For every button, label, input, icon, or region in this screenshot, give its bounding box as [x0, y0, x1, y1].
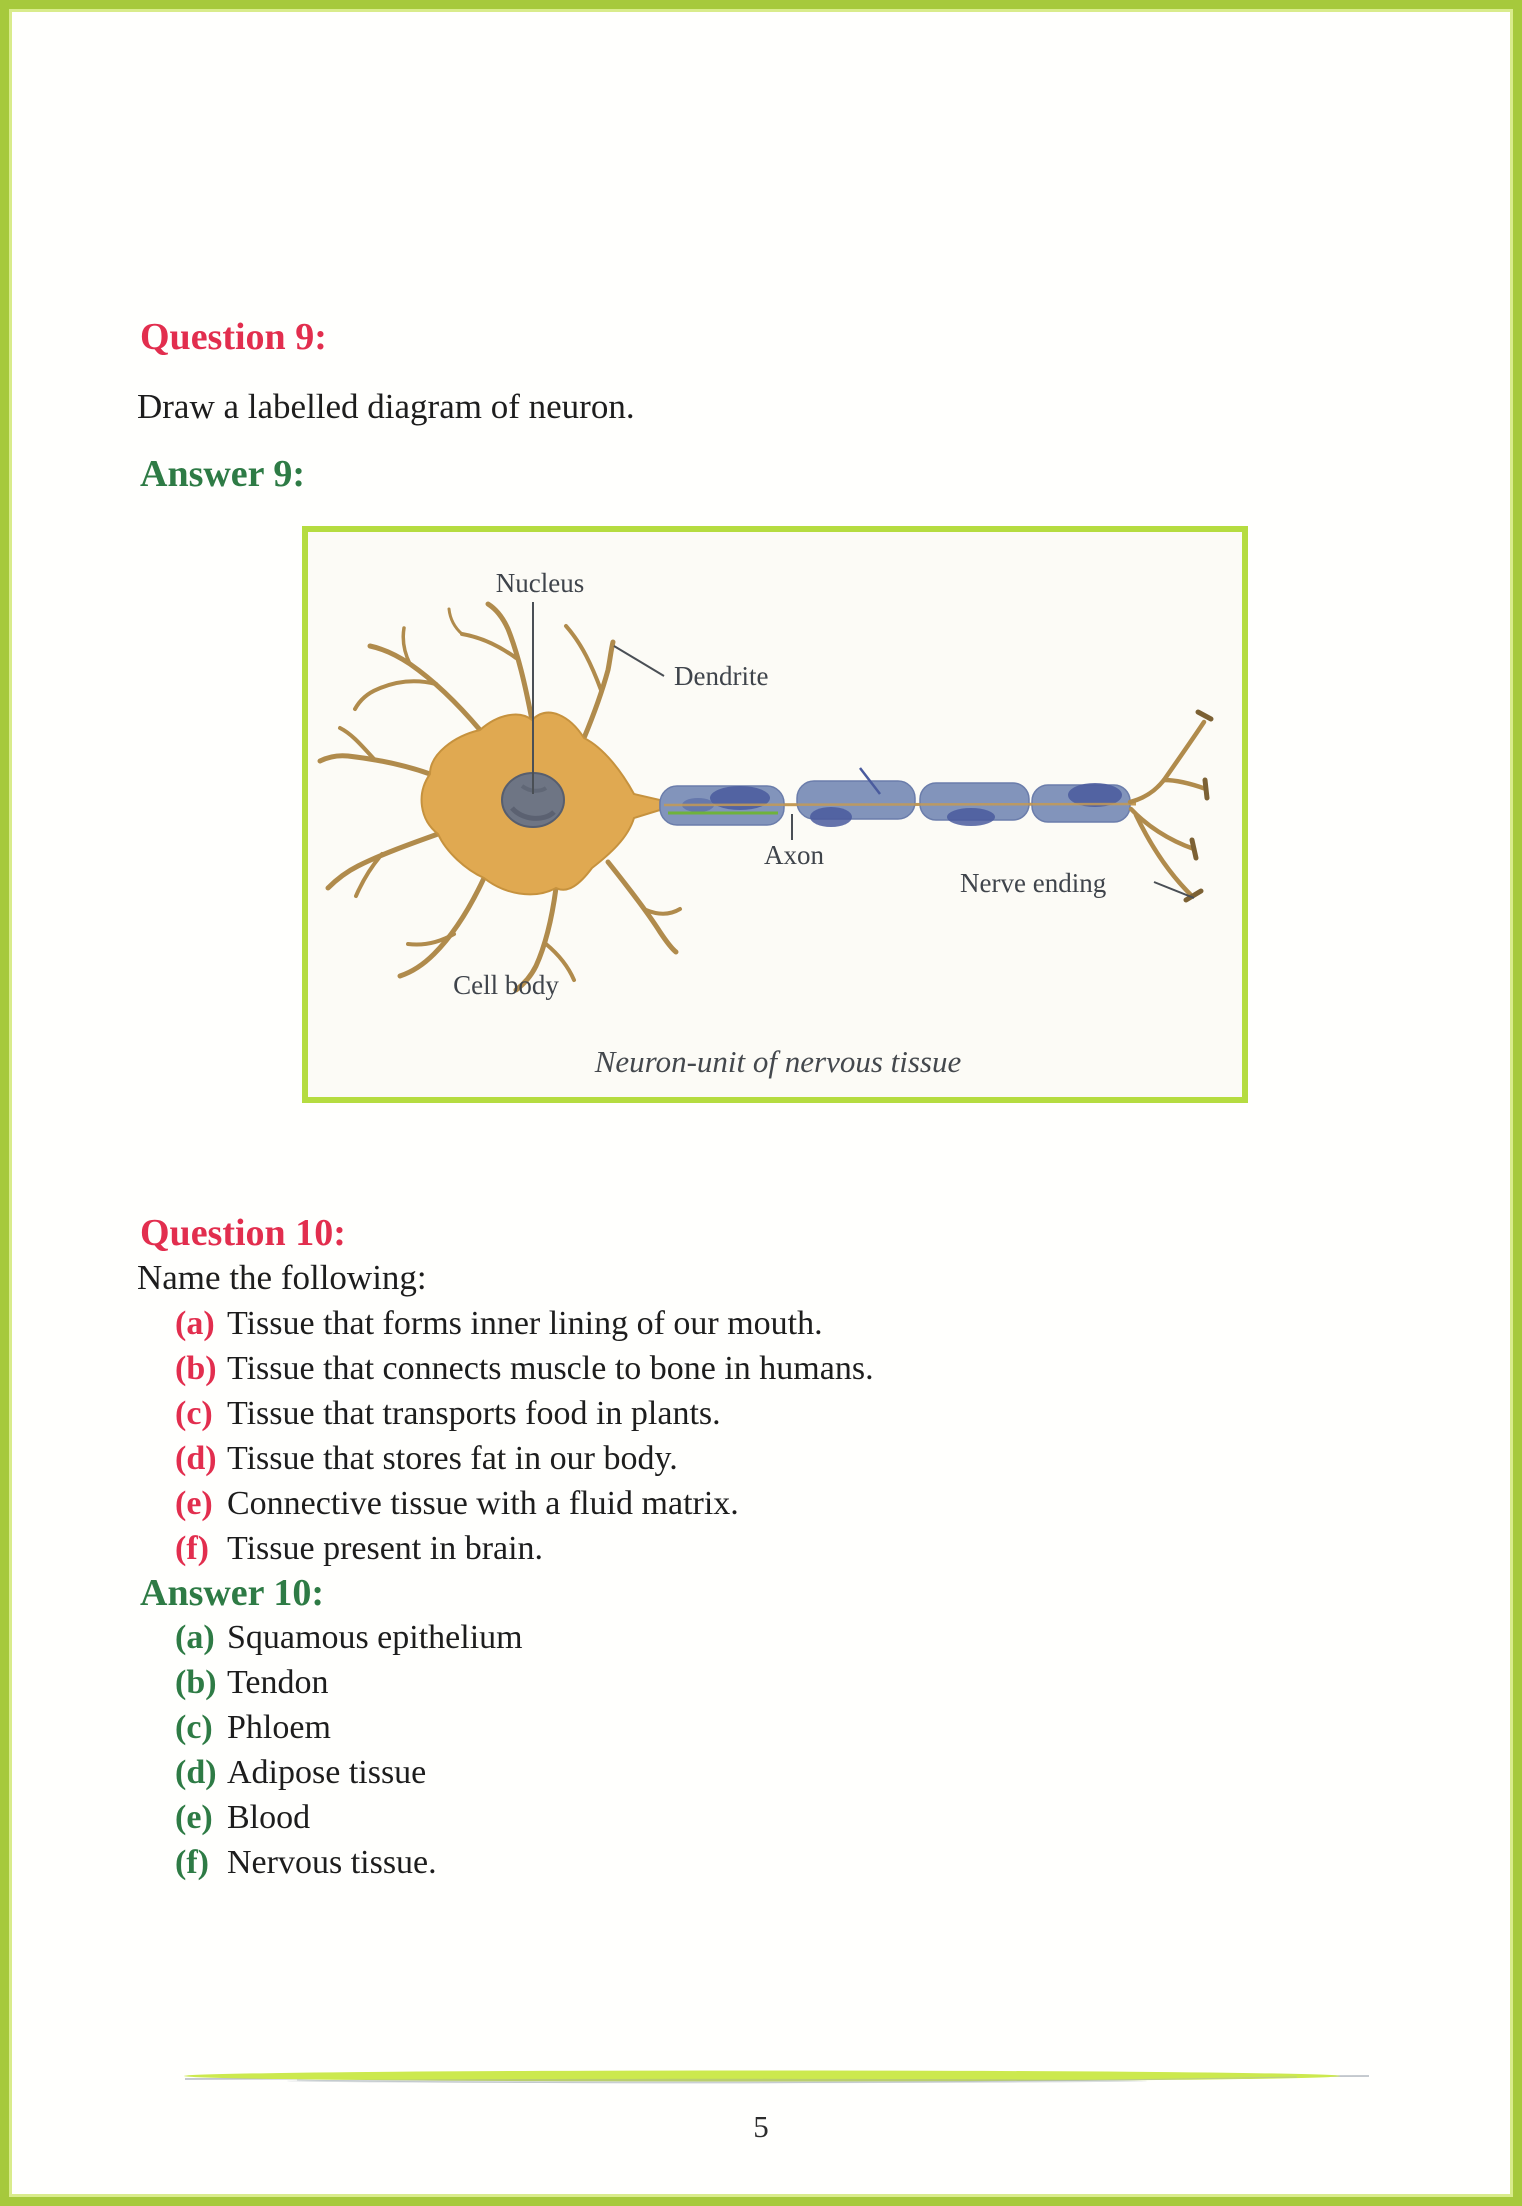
- item-marker: (c): [175, 1709, 213, 1746]
- item-marker: (d): [175, 1440, 217, 1477]
- answer-10-heading: Answer 10:: [140, 1572, 325, 1614]
- question-10-intro: Name the following:: [137, 1258, 427, 1297]
- list-item: (b) Tissue that connects muscle to bone …: [175, 1346, 1407, 1391]
- question-10-list: (a) Tissue that forms inner lining of ou…: [137, 1301, 1407, 1571]
- answer-9-heading: Answer 9:: [140, 453, 306, 495]
- item-text: Nervous tissue.: [227, 1844, 437, 1881]
- list-item: (d) Adipose tissue: [175, 1750, 1407, 1795]
- list-item: (e) Blood: [175, 1795, 1407, 1840]
- item-marker: (e): [175, 1485, 213, 1522]
- diagram-caption: Neuron-unit of nervous tissue: [594, 1044, 962, 1079]
- item-marker: (c): [175, 1395, 213, 1432]
- list-item: (d) Tissue that stores fat in our body.: [175, 1436, 1407, 1481]
- list-item: (c) Tissue that transports food in plant…: [175, 1391, 1407, 1436]
- list-item: (c) Phloem: [175, 1705, 1407, 1750]
- neuron-diagram-figure: Nucleus Dendrite Axon Nerve ending Cell …: [302, 526, 1248, 1103]
- question-9-body: Draw a labelled diagram of neuron.: [137, 387, 635, 426]
- item-marker: (d): [175, 1754, 217, 1791]
- dendrite-branches: [317, 601, 682, 993]
- item-text: Tendon: [227, 1664, 329, 1701]
- item-text: Blood: [227, 1799, 311, 1836]
- item-marker: (e): [175, 1799, 213, 1836]
- item-marker: (b): [175, 1664, 217, 1701]
- item-marker: (a): [175, 1305, 215, 1342]
- item-text: Tissue that stores fat in our body.: [227, 1440, 678, 1477]
- myelin-sheath: [659, 767, 1137, 827]
- item-text: Squamous epithelium: [227, 1619, 523, 1656]
- label-dendrite: Dendrite: [674, 661, 768, 691]
- list-item: (b) Tendon: [175, 1660, 1407, 1705]
- answer-10-list: (a) Squamous epithelium (b) Tendon (c) P…: [137, 1615, 1407, 1885]
- question-10-section: Question 10: Name the following: (a) Tis…: [137, 1211, 1407, 1885]
- list-item: (f) Tissue present in brain.: [175, 1526, 1407, 1571]
- list-item: (a) Squamous epithelium: [175, 1615, 1407, 1660]
- item-text: Tissue that connects muscle to bone in h…: [227, 1350, 874, 1387]
- item-marker: (f): [175, 1530, 209, 1567]
- nerve-ending-tips: [1183, 709, 1214, 903]
- label-cell-body: Cell body: [453, 970, 559, 1000]
- item-text: Adipose tissue: [227, 1754, 427, 1791]
- list-item: (f) Nervous tissue.: [175, 1840, 1407, 1885]
- item-text: Tissue that transports food in plants.: [227, 1395, 721, 1432]
- label-axon: Axon: [764, 840, 824, 870]
- item-marker: (f): [175, 1844, 209, 1881]
- item-marker: (a): [175, 1619, 215, 1656]
- item-marker: (b): [175, 1350, 217, 1387]
- page-number: 5: [753, 2109, 769, 2144]
- list-item: (e) Connective tissue with a fluid matri…: [175, 1481, 1407, 1526]
- item-text: Tissue that forms inner lining of our mo…: [227, 1305, 823, 1342]
- label-nucleus: Nucleus: [496, 568, 584, 598]
- item-text: Connective tissue with a fluid matrix.: [227, 1485, 739, 1522]
- question-10-heading: Question 10:: [140, 1212, 346, 1254]
- label-pointer-lines: [532, 602, 1195, 899]
- footer-divider: [177, 2065, 1377, 2091]
- nerve-ending-branches: [1127, 719, 1209, 897]
- item-text: Phloem: [227, 1709, 331, 1746]
- question-9-heading: Question 9:: [140, 316, 327, 358]
- label-nerve-ending: Nerve ending: [960, 868, 1106, 898]
- item-text: Tissue present in brain.: [227, 1530, 544, 1567]
- neuron-diagram-svg: Nucleus Dendrite Axon Nerve ending Cell …: [317, 568, 1214, 1079]
- list-item: (a) Tissue that forms inner lining of ou…: [175, 1301, 1407, 1346]
